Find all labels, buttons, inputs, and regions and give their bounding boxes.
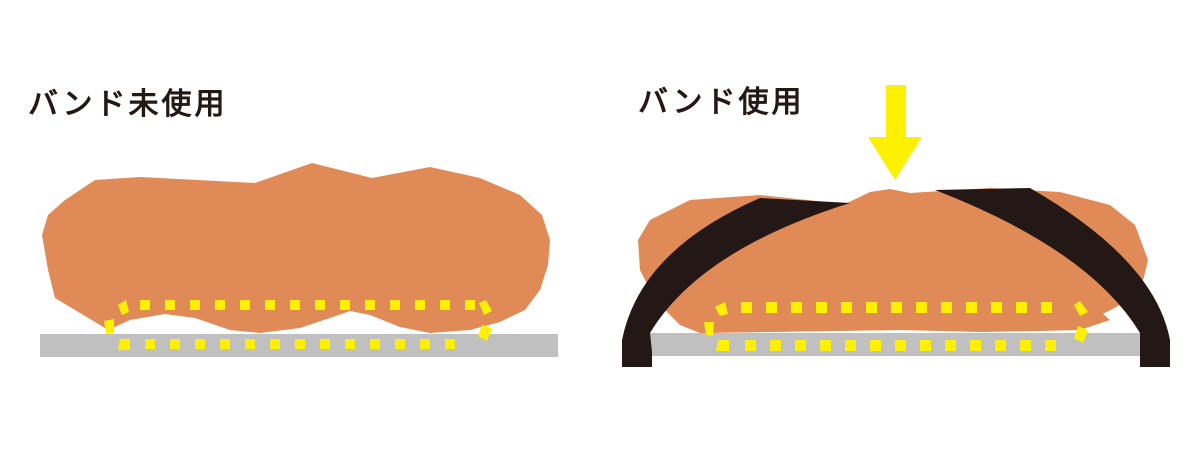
body-blob-left bbox=[42, 163, 550, 333]
compression-band bbox=[622, 198, 850, 367]
title-with-band: バンド使用 bbox=[638, 85, 805, 120]
panel-without-band bbox=[40, 163, 558, 357]
contact-area-outline-left bbox=[104, 300, 492, 350]
title-without-band: バンド未使用 bbox=[28, 87, 228, 122]
compression-band-right bbox=[935, 188, 1170, 367]
contact-area-outline-right bbox=[704, 301, 1088, 351]
body-dome-right bbox=[700, 205, 1110, 333]
down-arrow-icon bbox=[868, 85, 922, 180]
panel-with-band bbox=[622, 85, 1170, 367]
